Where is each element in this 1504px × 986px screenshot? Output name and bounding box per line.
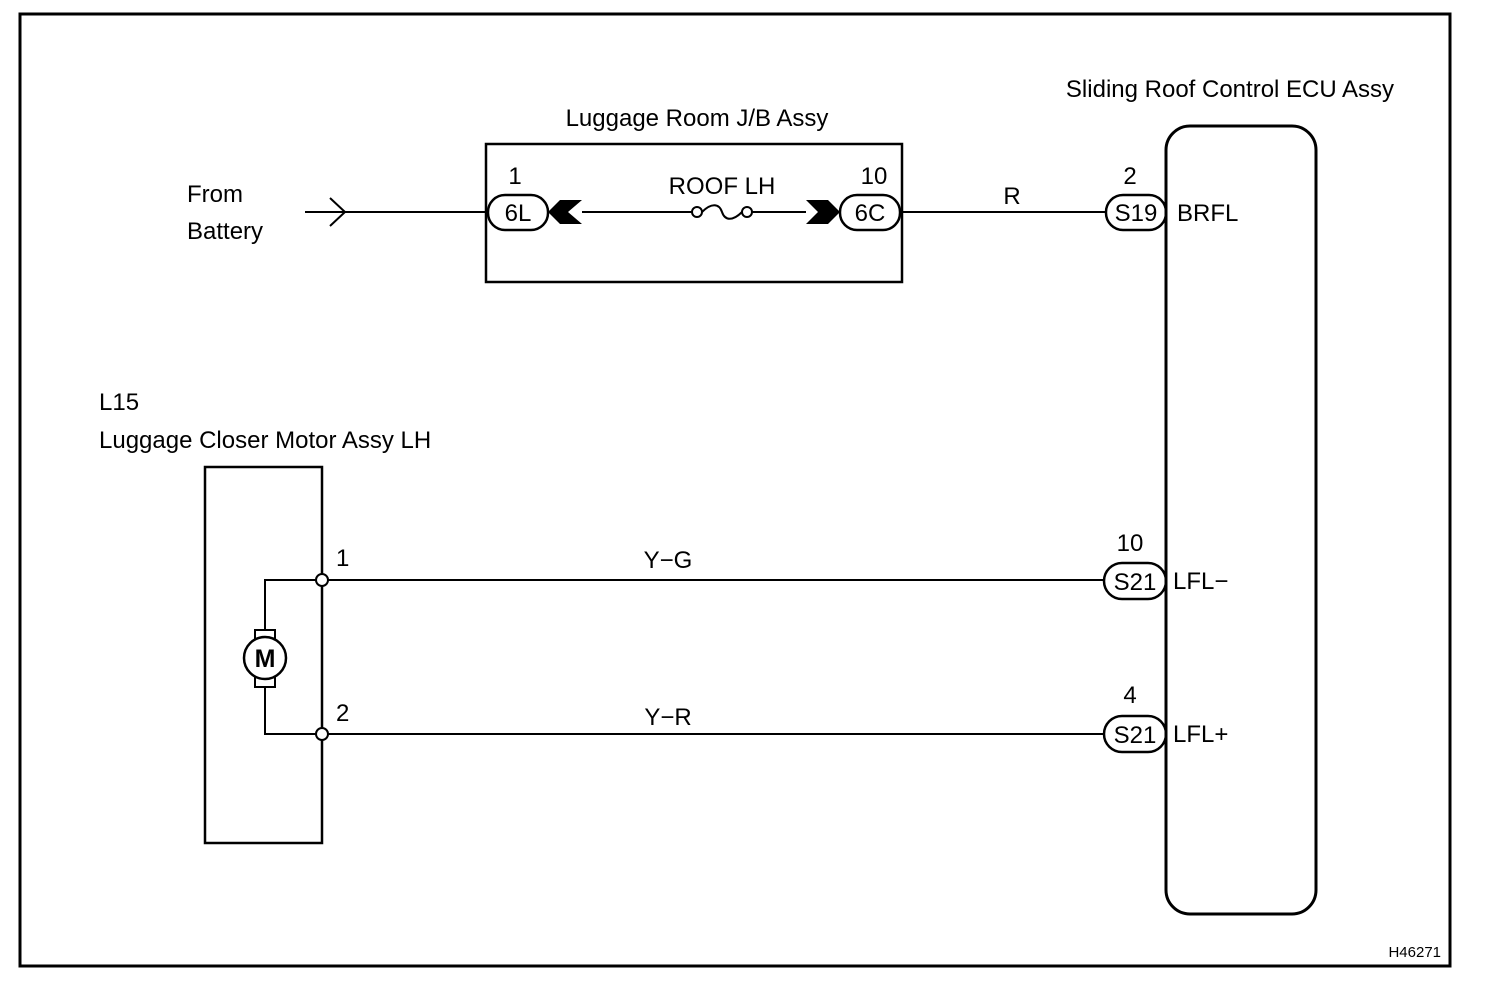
motor-title: Luggage Closer Motor Assy LH: [99, 427, 431, 454]
motor-internal-wire-2: [264, 687, 322, 735]
jb-left-crimp: [548, 200, 582, 224]
jb-left-connector-label: 6L: [505, 200, 532, 227]
motor-pin-2: 2: [336, 700, 349, 727]
diagram-frame: [18, 12, 1452, 968]
motor-pin-1: 1: [336, 545, 349, 572]
motor-symbol: M: [255, 645, 276, 673]
jb-right-pin: 10: [861, 163, 888, 190]
figure-id: H46271: [1388, 944, 1441, 961]
ecu-box: [1164, 124, 1318, 916]
ecu-connector-label-3: S21: [1114, 722, 1157, 749]
ecu-connector-1: [1104, 193, 1168, 232]
wire-r-label: R: [1003, 183, 1020, 210]
ecu-terminal-name-3: LFL+: [1173, 721, 1228, 748]
jb-left-pin: 1: [508, 163, 521, 190]
source-label-line2: Battery: [187, 218, 263, 245]
arrow-icon: [305, 197, 347, 227]
wire-y-g-label: Y−G: [644, 547, 693, 574]
ecu-connector-label-2: S21: [1114, 569, 1157, 596]
ecu-terminal-pin-2: 10: [1117, 530, 1144, 557]
ecu-terminal-pin-1: 2: [1123, 163, 1136, 190]
ecu-title: Sliding Roof Control ECU Assy: [1066, 76, 1394, 103]
motor-icon: M: [242, 629, 288, 688]
ecu-terminal-pin-3: 4: [1123, 682, 1136, 709]
motor-internal-wire-1: [264, 579, 322, 630]
motor-box: [203, 465, 324, 845]
fuse-icon: [691, 204, 753, 220]
ecu-connector-label-1: S19: [1115, 200, 1158, 227]
ecu-terminal-name-2: LFL−: [1173, 568, 1228, 595]
motor-terminal-1: [315, 573, 329, 587]
motor-terminal-2: [315, 727, 329, 741]
fuse-label: ROOF LH: [669, 173, 776, 200]
jb-right-connector-label: 6C: [855, 200, 886, 227]
jb-title: Luggage Room J/B Assy: [566, 105, 829, 132]
jb-right-crimp: [806, 200, 840, 224]
jb-left-connector: [486, 193, 550, 232]
motor-code: L15: [99, 389, 139, 416]
wire-y-r-label: Y−R: [644, 704, 691, 731]
ecu-terminal-name-1: BRFL: [1177, 200, 1238, 227]
source-label-line1: From: [187, 181, 243, 208]
